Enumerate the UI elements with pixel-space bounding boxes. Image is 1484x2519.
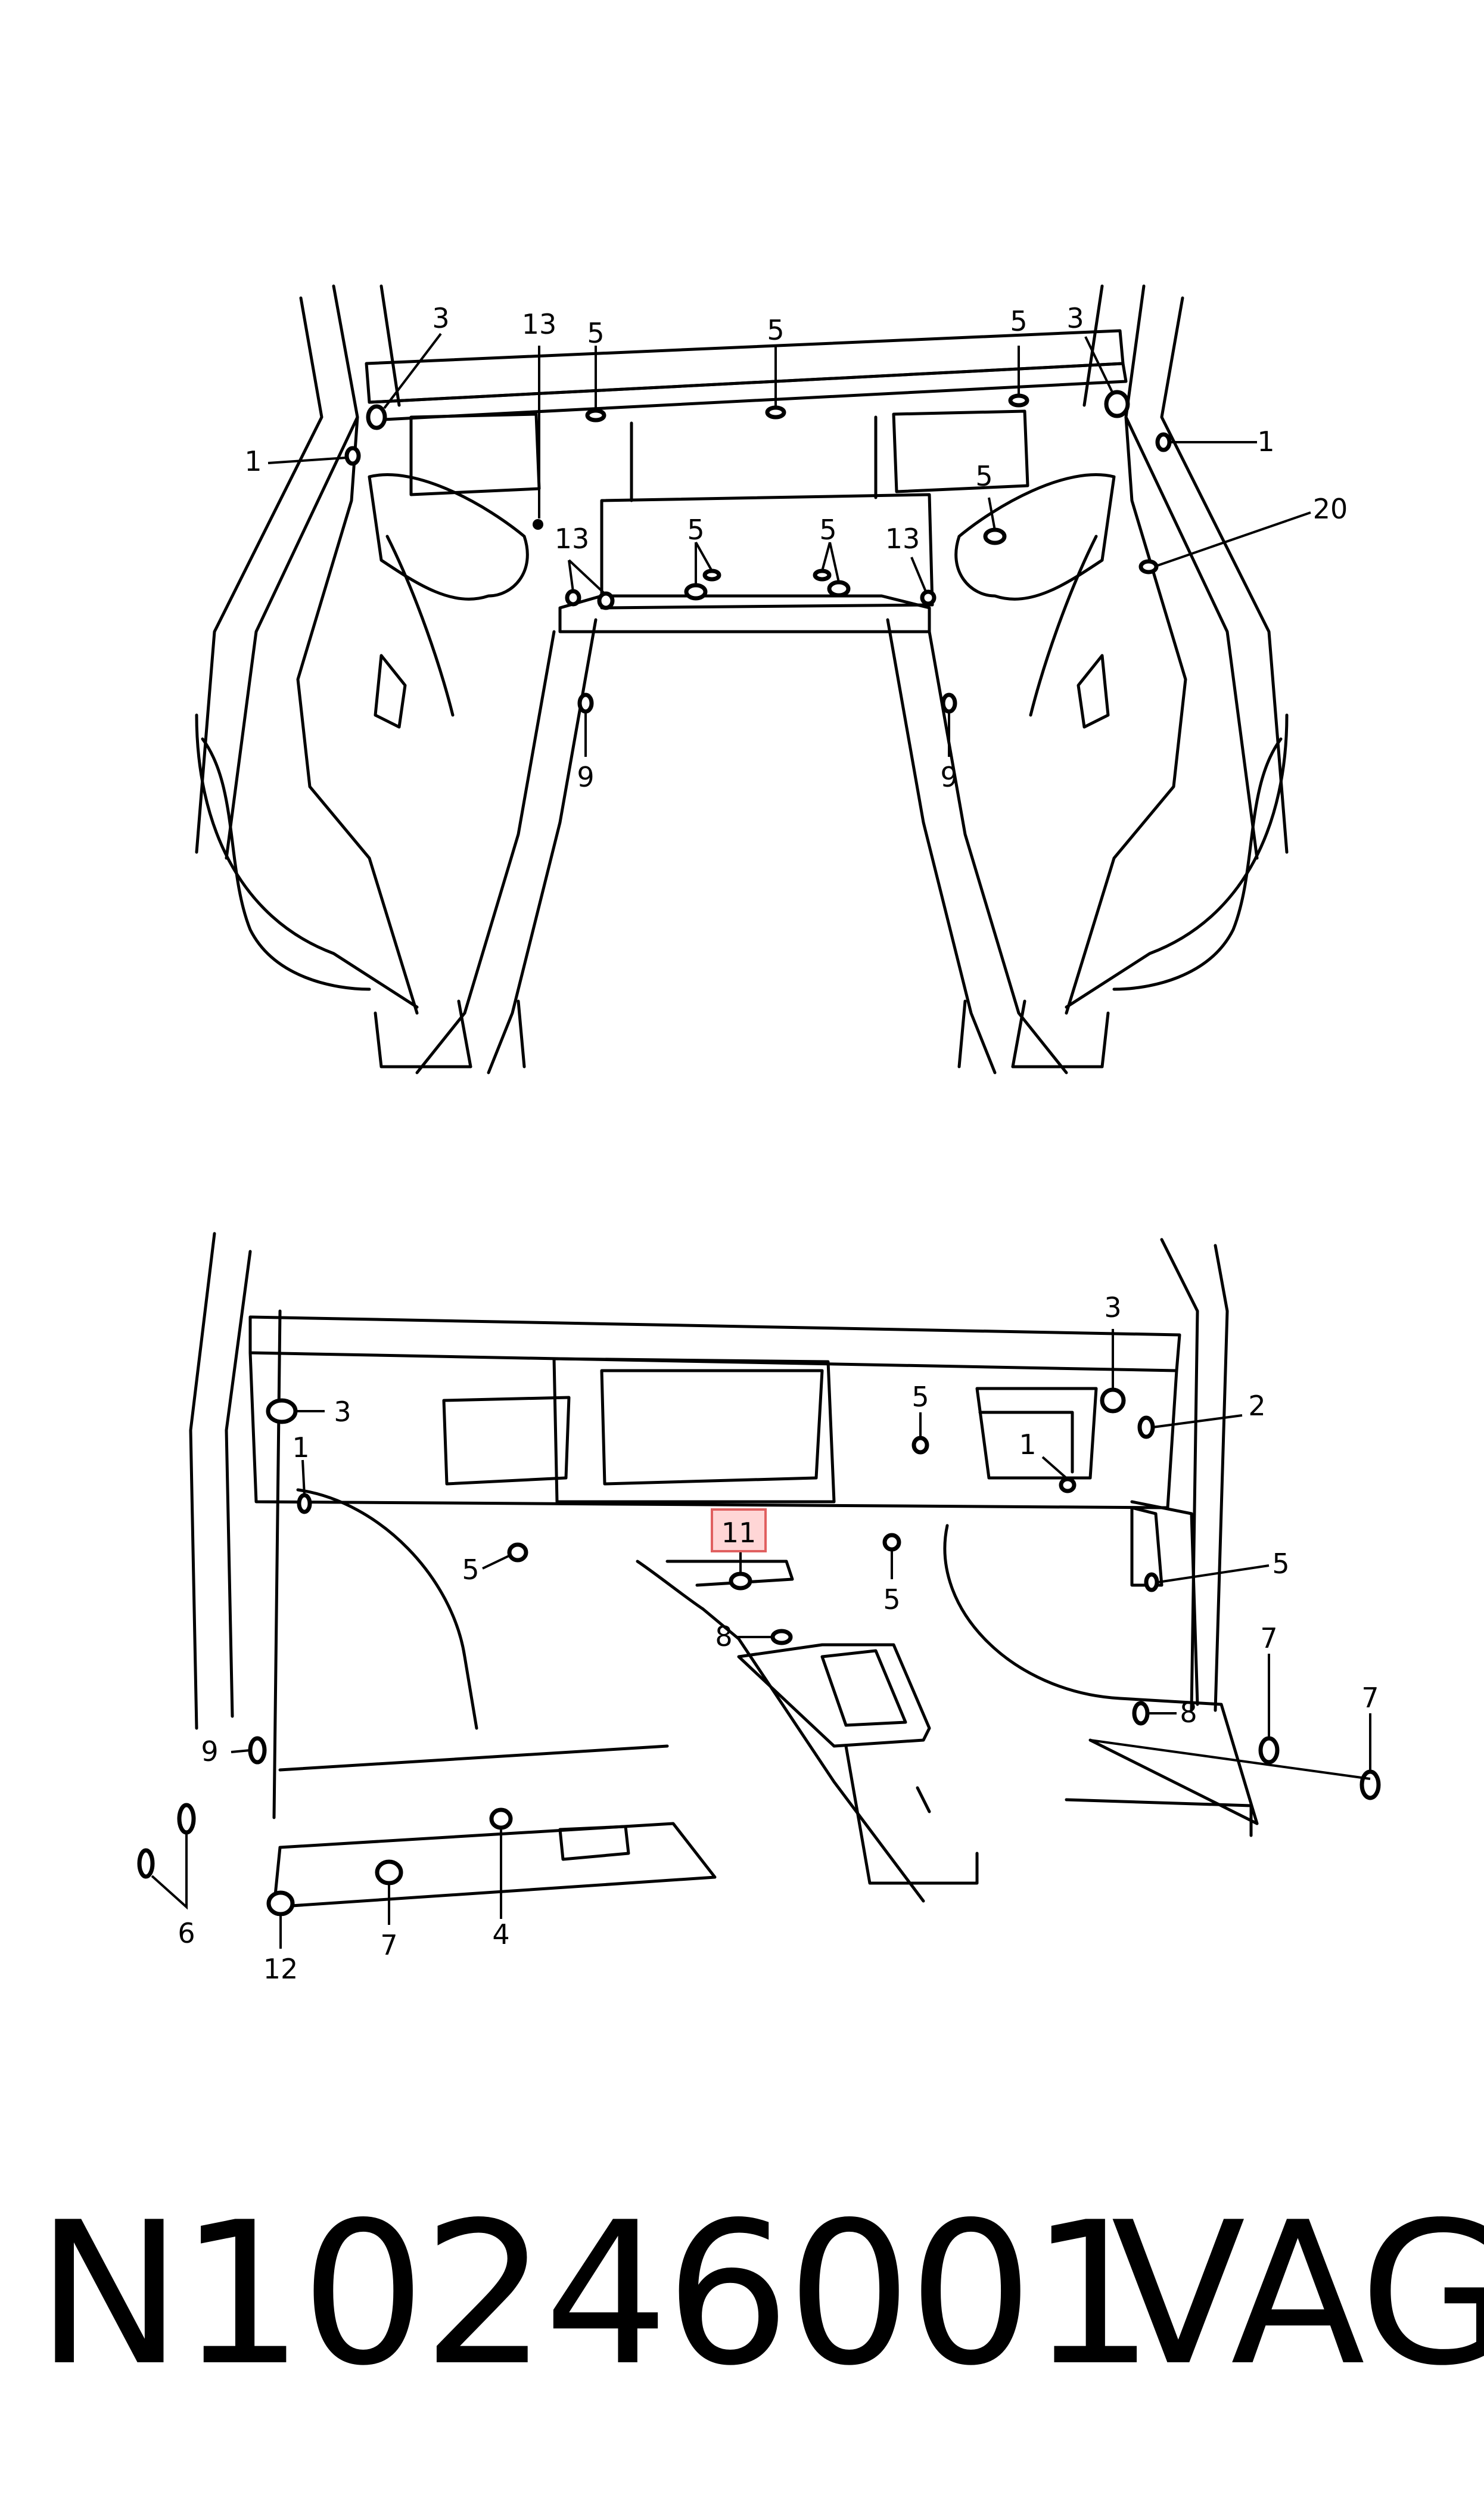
callout-5-top-f: 5 <box>819 514 836 546</box>
callout-11: 11 <box>721 1517 757 1549</box>
callout-3-bottom-right: 3 <box>1104 1291 1121 1324</box>
callout-1-top-right: 1 <box>1257 425 1274 458</box>
callout-7-left: 7 <box>380 1929 397 1961</box>
callout-9-bottom: 9 <box>201 1735 218 1768</box>
callout-5-bottom-d: 5 <box>1272 1548 1289 1580</box>
callout-3-bottom-left: 3 <box>334 1396 351 1428</box>
callout-6: 6 <box>178 1917 195 1949</box>
top-view: 3 13 5 5 5 3 1 1 5 20 13 5 5 13 9 9 <box>195 284 1348 1074</box>
document-number: N10246001 <box>36 2180 1155 2409</box>
callout-9-top-left: 9 <box>577 761 594 793</box>
callout-5-top-e: 5 <box>687 514 704 546</box>
callout-5-top-b: 5 <box>767 314 784 346</box>
callout-5-top-d: 5 <box>975 460 993 492</box>
callout-7-right-a: 7 <box>1260 1622 1277 1654</box>
footer: N10246001 VAG <box>0 2169 1484 2419</box>
callout-5-bottom-b: 5 <box>911 1381 929 1413</box>
callout-5-top-c: 5 <box>1010 305 1027 337</box>
brand-label: VAG <box>1111 2180 1484 2409</box>
callout-8-right: 8 <box>1180 1697 1197 1729</box>
callout-9-top-right: 9 <box>940 761 957 793</box>
callout-4: 4 <box>492 1918 509 1950</box>
parts-diagram: 3 13 5 5 5 3 1 1 5 20 13 5 5 13 9 9 <box>137 284 1381 1985</box>
callout-2: 2 <box>1248 1390 1265 1422</box>
callout-5-bottom-a: 5 <box>462 1554 479 1586</box>
callout-5-top-a: 5 <box>587 317 604 349</box>
callout-13-top-left: 13 <box>555 523 590 555</box>
callout-20: 20 <box>1313 493 1348 525</box>
callout-1-bottom-right: 1 <box>1019 1428 1036 1461</box>
callout-7-right-b: 7 <box>1361 1682 1379 1714</box>
callout-13-top-right: 13 <box>885 523 920 555</box>
callout-13-top: 13 <box>522 308 557 340</box>
callout-5-bottom-c: 5 <box>883 1583 900 1616</box>
callout-1-top-left: 1 <box>244 445 262 477</box>
callout-8-mid: 8 <box>715 1620 732 1653</box>
callout-12: 12 <box>263 1953 298 1985</box>
callout-3-top-right: 3 <box>1066 302 1084 334</box>
callout-3-top-left: 3 <box>432 302 449 334</box>
callout-1-bottom-left: 1 <box>292 1431 309 1464</box>
bottom-view: 3 3 2 1 5 5 1 11 5 5 8 8 7 7 9 6 7 4 12 <box>137 1232 1381 1985</box>
